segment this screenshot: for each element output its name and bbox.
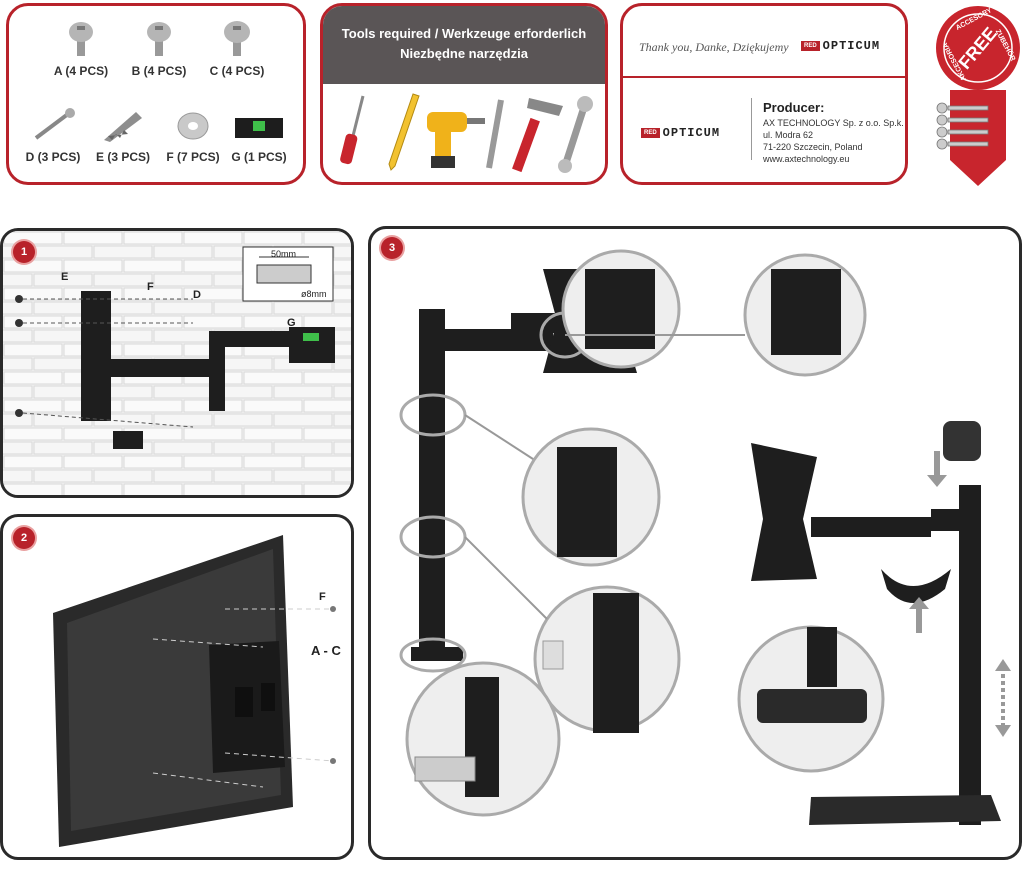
divider (623, 76, 905, 78)
drill-diameter-label: ø8mm (301, 289, 327, 299)
part-d: D (3 PCS) (15, 106, 91, 164)
producer-line: ul. Modra 62 (763, 130, 814, 140)
part-label: E (3 PCS) (95, 150, 150, 164)
drill-icon (427, 112, 485, 168)
label-a-c: A - C (311, 643, 341, 658)
part-g: G (1 PCS) (221, 106, 297, 164)
bolt-c-icon (224, 21, 250, 56)
label-f: F (147, 281, 154, 293)
thanks-text: Thank you, Danke, Dziękujemy (639, 40, 789, 54)
brand-prefix: RED (801, 40, 820, 51)
screwdriver-icon (340, 95, 365, 165)
wall-plug-icon (104, 112, 142, 142)
part-label: C (4 PCS) (209, 64, 265, 78)
tools-panel: Tools required / Werkzeuge erforderlich … (320, 3, 608, 185)
bolt-a-icon (69, 22, 93, 56)
tools-header: Tools required / Werkzeuge erforderlich … (323, 6, 605, 84)
pencil-icon (388, 93, 420, 171)
part-label: F (7 PCS) (166, 150, 220, 164)
step1-panel: 1 E F D G 50mm ø8mm (0, 228, 354, 498)
part-b: B (4 PCS) (121, 20, 197, 78)
wrench-icon (558, 96, 593, 173)
part-label: B (4 PCS) (131, 64, 187, 78)
tools-title-line2: Niezbędne narzędzia (400, 46, 528, 61)
part-label: G (1 PCS) (231, 150, 287, 164)
part-c: C (4 PCS) (199, 20, 275, 78)
part-e: E (3 PCS) (85, 106, 161, 164)
tv-back-illustration (53, 535, 336, 847)
brick-wall-illustration (3, 231, 351, 495)
bolt-b-icon (147, 22, 171, 56)
step3-number: 3 (381, 237, 403, 259)
screw-icon (34, 108, 75, 140)
badge-screws-icon (936, 102, 989, 150)
part-label: D (3 PCS) (25, 150, 81, 164)
brand-name: OPTICUM (662, 126, 721, 140)
brand-prefix: RED (641, 127, 660, 138)
vertical-divider (751, 98, 752, 160)
drill-width-label: 50mm (271, 249, 297, 259)
spirit-level-icon (235, 118, 283, 138)
stand-assembly-illustration (399, 249, 1011, 825)
label-e: E (61, 271, 69, 283)
step2-panel: 2 F A - C (0, 514, 354, 860)
tools-title-line1: Tools required / Werkzeuge erforderlich (341, 26, 587, 41)
producer-line: 71-220 Szczecin, Poland (763, 142, 863, 152)
producer-line: AX TECHNOLOGY Sp. z o.o. Sp.k. (763, 118, 904, 128)
part-label: A (4 PCS) (53, 64, 109, 78)
parts-panel: A (4 PCS) B (4 PCS) C (4 PCS) D (3 PCS) … (6, 3, 306, 185)
free-accessory-badge: FREE ACCESORY ZUBEHÖR AKCESORIA (930, 0, 1024, 190)
label-g: G (287, 317, 296, 329)
producer-line: www.axtechnology.eu (763, 154, 850, 164)
drill-bit-icon (486, 99, 504, 169)
step2-number: 2 (13, 527, 35, 549)
hammer-icon (512, 98, 563, 173)
part-a: A (4 PCS) (43, 20, 119, 78)
tools-illustration (340, 93, 593, 173)
part-f: F (7 PCS) (155, 106, 231, 164)
producer-title: Producer: (763, 100, 825, 115)
step1-number: 1 (13, 241, 35, 263)
step3-panel: 3 (368, 226, 1022, 860)
brand-name: OPTICUM (822, 39, 881, 53)
washer-icon (177, 112, 209, 140)
label-d: D (193, 289, 201, 301)
label-f: F (319, 591, 326, 603)
